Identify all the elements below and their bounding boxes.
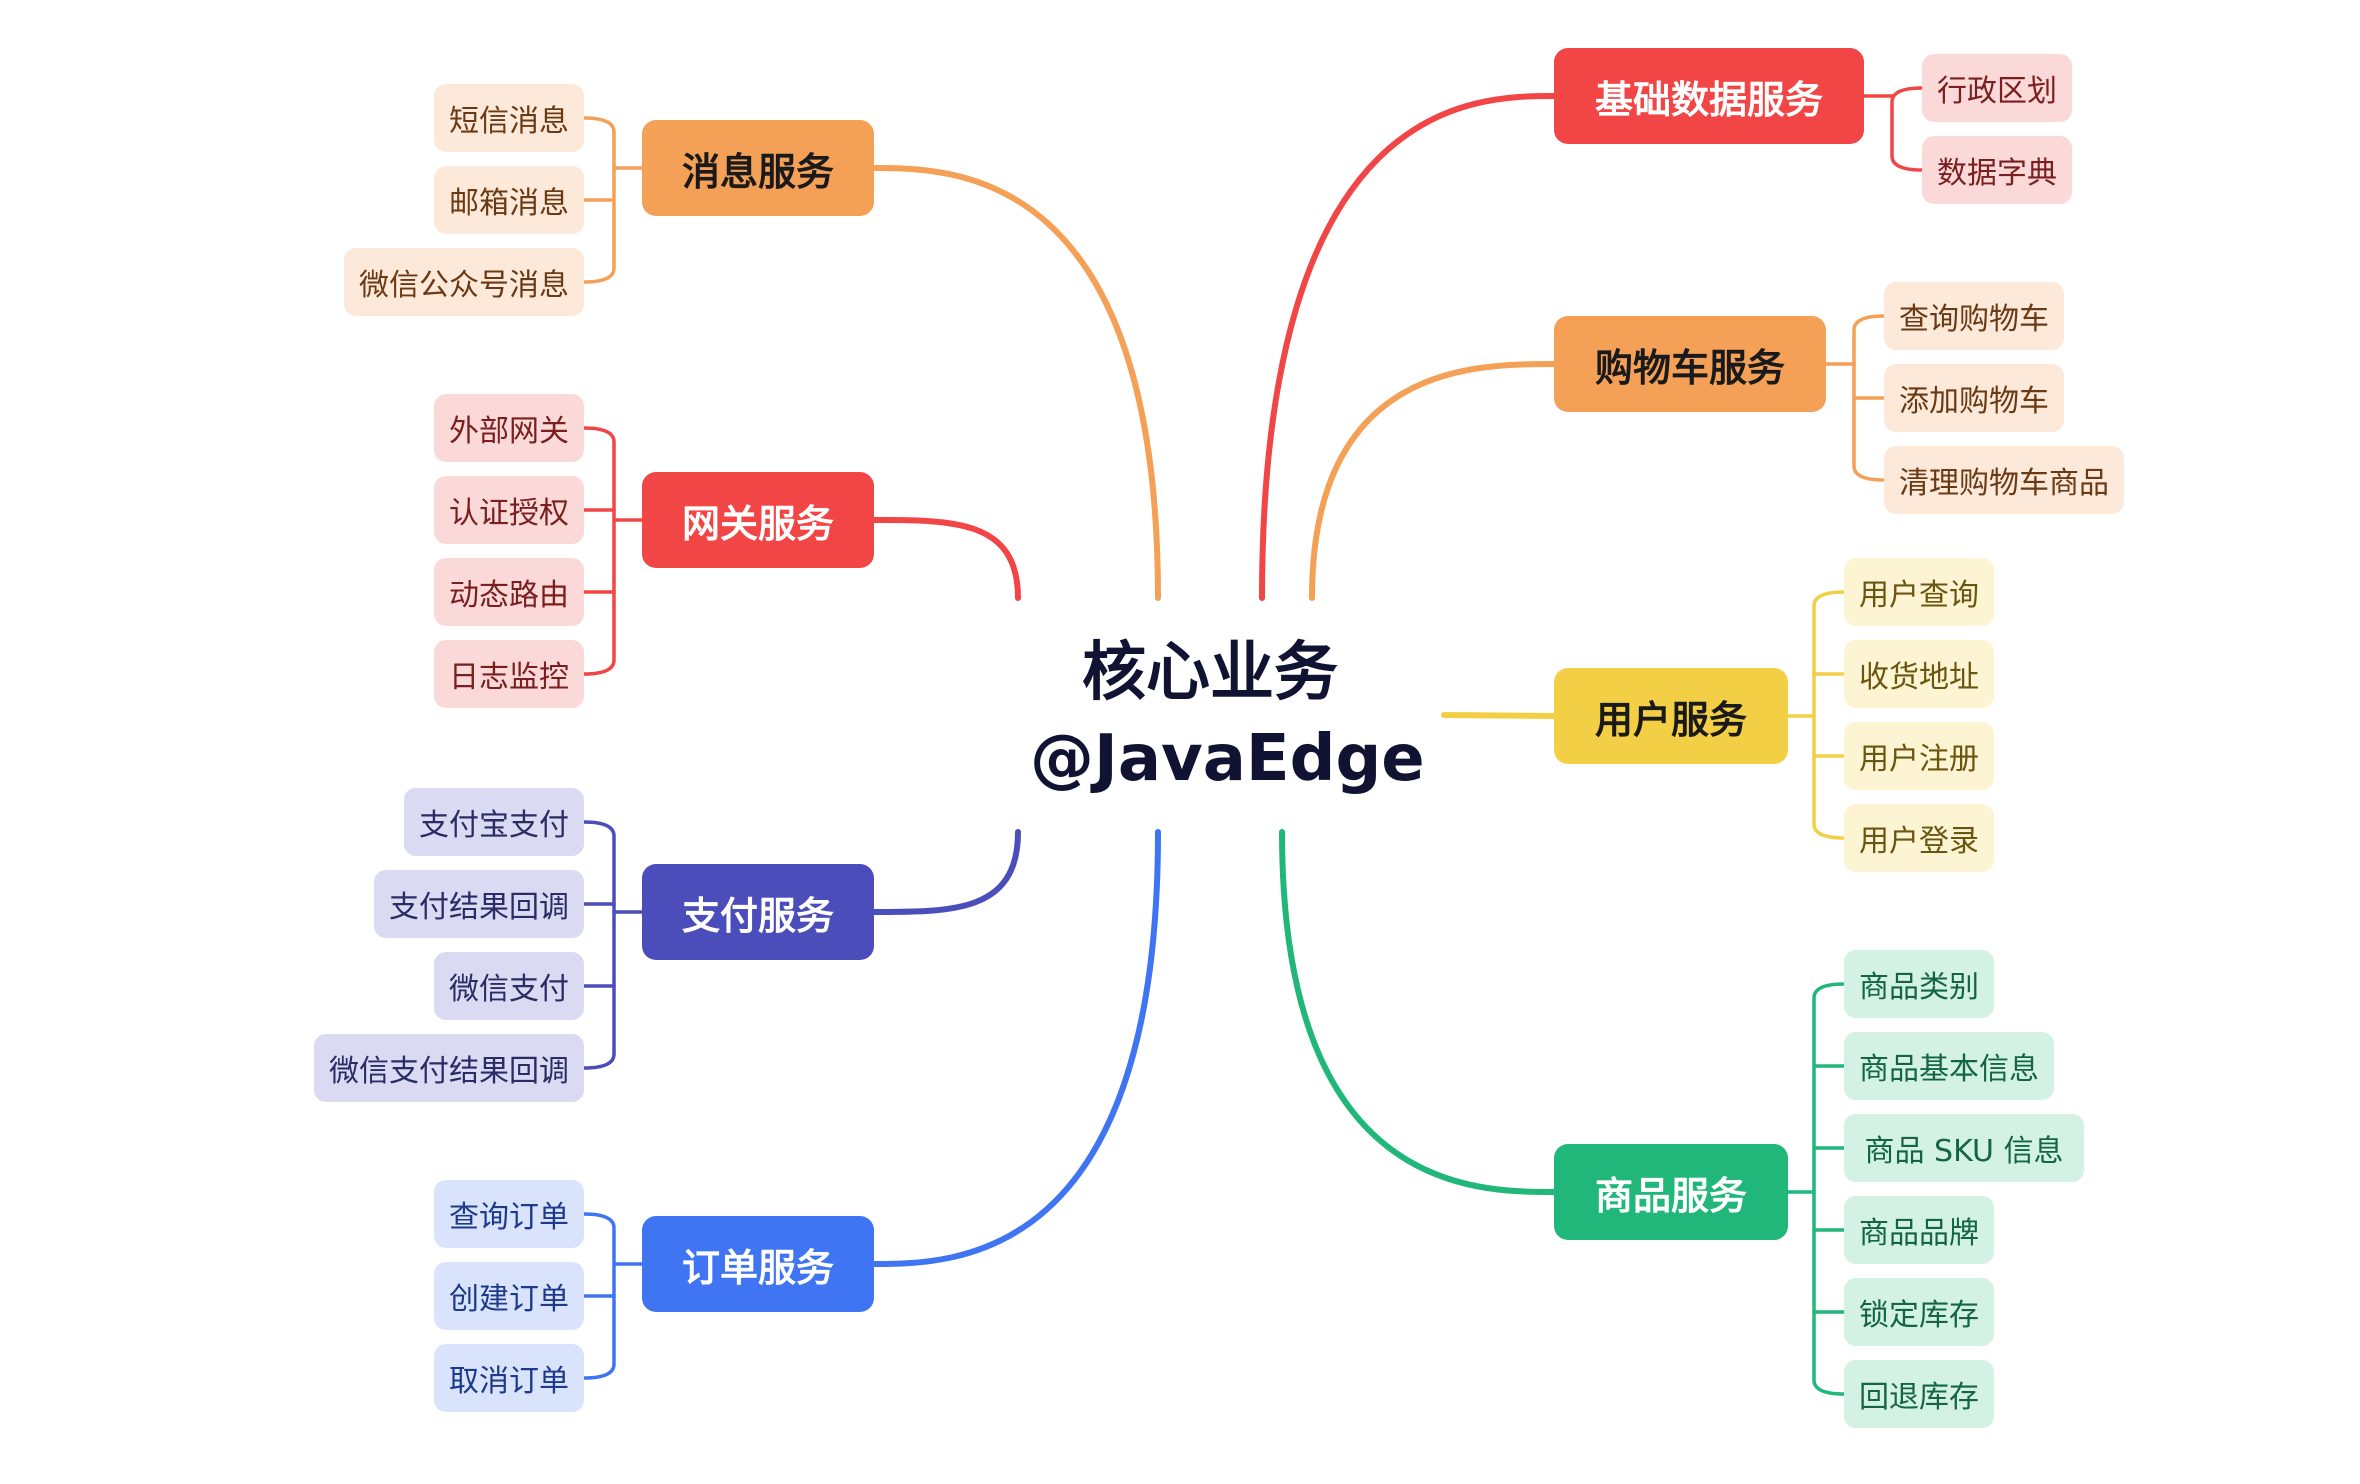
leaf-goods-0[interactable]: 商品类别 <box>1844 950 1994 1018</box>
branch-goods[interactable]: 商品服务 <box>1554 1144 1788 1240</box>
connector-pay <box>871 829 1021 915</box>
branch-order[interactable]: 订单服务 <box>642 1216 874 1312</box>
connector-goods <box>1279 829 1557 1195</box>
leaf-goods-3[interactable]: 商品品牌 <box>1844 1196 1994 1264</box>
bracket-base <box>1890 86 1924 172</box>
leaf-goods-4[interactable]: 锁定库存 <box>1844 1278 1994 1346</box>
leaf-pay-1[interactable]: 支付结果回调 <box>374 870 584 938</box>
branch-msg[interactable]: 消息服务 <box>642 120 874 216</box>
root-title: 核心业务 <box>1082 636 1338 710</box>
leaf-user-2[interactable]: 用户注册 <box>1844 722 1994 790</box>
connector-base <box>1259 93 1557 601</box>
root-topic[interactable]: 核心业务 @JavaEdge <box>1030 630 1425 802</box>
leaf-cart-1[interactable]: 添加购物车 <box>1884 364 2064 432</box>
leaf-gateway-0[interactable]: 外部网关 <box>434 394 584 462</box>
leaf-order-0[interactable]: 查询订单 <box>434 1180 584 1248</box>
bracket-goods <box>1812 982 1846 1396</box>
leaf-goods-2[interactable]: 商品 SKU 信息 <box>1844 1114 2084 1182</box>
leaf-msg-2[interactable]: 微信公众号消息 <box>344 248 584 316</box>
leaf-pay-3[interactable]: 微信支付结果回调 <box>314 1034 584 1102</box>
leaf-gateway-3[interactable]: 日志监控 <box>434 640 584 708</box>
branch-user[interactable]: 用户服务 <box>1554 668 1788 764</box>
leaf-cart-2[interactable]: 清理购物车商品 <box>1884 446 2124 514</box>
leaf-msg-1[interactable]: 邮箱消息 <box>434 166 584 234</box>
leaf-order-2[interactable]: 取消订单 <box>434 1344 584 1412</box>
leaf-pay-2[interactable]: 微信支付 <box>434 952 584 1020</box>
connector-msg <box>871 165 1161 601</box>
branch-cart[interactable]: 购物车服务 <box>1554 316 1826 412</box>
bracket-user <box>1812 590 1846 840</box>
leaf-base-1[interactable]: 数据字典 <box>1922 136 2072 204</box>
root-subtitle: @JavaEdge <box>1030 722 1425 796</box>
leaf-order-1[interactable]: 创建订单 <box>434 1262 584 1330</box>
leaf-cart-0[interactable]: 查询购物车 <box>1884 282 2064 350</box>
leaf-user-3[interactable]: 用户登录 <box>1844 804 1994 872</box>
branch-base[interactable]: 基础数据服务 <box>1554 48 1864 144</box>
leaf-gateway-1[interactable]: 认证授权 <box>434 476 584 544</box>
leaf-user-0[interactable]: 用户查询 <box>1844 558 1994 626</box>
leaf-user-1[interactable]: 收货地址 <box>1844 640 1994 708</box>
connector-cart <box>1309 361 1557 601</box>
connector-gateway <box>871 517 1021 601</box>
branch-gateway[interactable]: 网关服务 <box>642 472 874 568</box>
branch-pay[interactable]: 支付服务 <box>642 864 874 960</box>
connector-user <box>1441 712 1557 719</box>
leaf-goods-1[interactable]: 商品基本信息 <box>1844 1032 2054 1100</box>
leaf-gateway-2[interactable]: 动态路由 <box>434 558 584 626</box>
connector-order <box>871 829 1161 1267</box>
leaf-pay-0[interactable]: 支付宝支付 <box>404 788 584 856</box>
leaf-goods-5[interactable]: 回退库存 <box>1844 1360 1994 1428</box>
bracket-gateway <box>582 426 616 676</box>
bracket-pay <box>582 820 616 1070</box>
leaf-msg-0[interactable]: 短信消息 <box>434 84 584 152</box>
leaf-base-0[interactable]: 行政区划 <box>1922 54 2072 122</box>
